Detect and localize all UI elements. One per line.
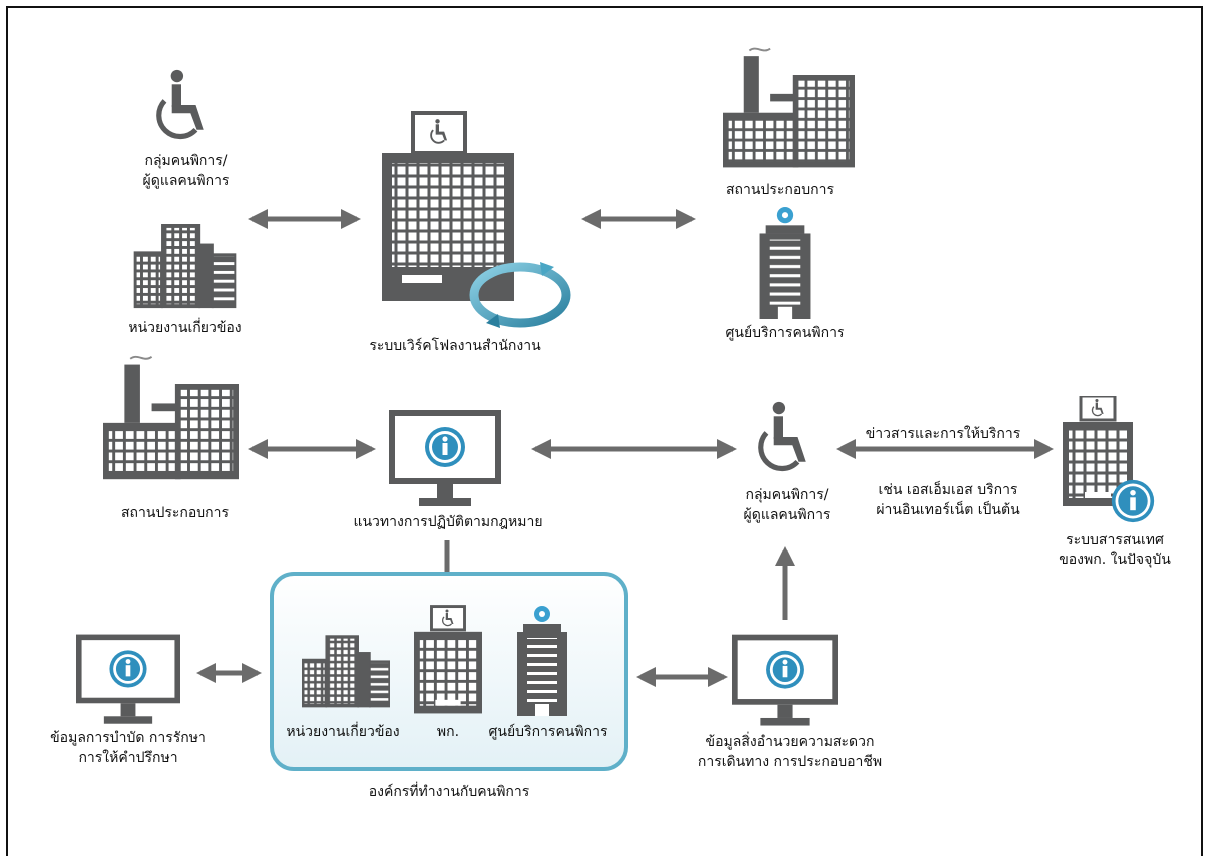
label-line: ผู้ดูแลคนพิการ (743, 507, 831, 523)
facilities-info-label: ข้อมูลสิ่งอำนวยความสะดวก การเดินทาง การป… (680, 732, 900, 772)
sync-cycle-icon (469, 262, 571, 328)
related-agencies-label-top: หน่วยงานเกี่ยวข้อง (128, 320, 242, 336)
double-arrow-icon-mid (248, 439, 1054, 620)
label-line: ระบบสารสนเทศ (1066, 532, 1164, 548)
label-line: ของพก. ในปัจจุบัน (1059, 552, 1171, 568)
label-line: ผ่านอินเทอร์เน็ต เป็นต้น (876, 502, 1020, 518)
disabled-group-label-top: กลุ่มคนพิการ/ ผู้ดูแลคนพิการ (126, 151, 246, 191)
therapy-info-label: ข้อมูลการบำบัด การรักษา การให้คำปรึกษา (28, 728, 228, 768)
news-services-label: ข่าวสารและการให้บริการ (865, 426, 1021, 442)
pk-label-box: พก. (436, 724, 460, 740)
info-monitor-icon-left (76, 634, 180, 724)
organizations-label: องค์กรที่ทำงานกับคนพิการ (368, 784, 530, 800)
diagram-frame (6, 6, 1203, 856)
service-center-label-top: ศูนย์บริการคนพิการ (725, 325, 845, 341)
double-arrow-icon-bottom (196, 663, 728, 687)
service-tower-icon (759, 207, 811, 319)
disabled-group-label-mid: กลุ่มคนพิการ/ ผู้ดูแลคนพิการ (722, 485, 852, 525)
office-info-icon (1063, 396, 1155, 523)
label-line: กลุ่มคนพิการ/ (745, 487, 829, 503)
label-line: การให้คำปรึกษา (78, 750, 178, 766)
legal-guidelines-label: แนวทางการปฏิบัติตามกฎหมาย (353, 514, 543, 530)
establishment-label-top: สถานประกอบการ (725, 182, 834, 198)
service-center-label-box: ศูนย์บริการคนพิการ (488, 724, 608, 740)
current-info-system-label: ระบบสารสนเทศ ของพก. ในปัจจุบัน (1040, 530, 1190, 570)
label-line: กลุ่มคนพิการ/ (144, 153, 228, 169)
label-line: ข้อมูลการบำบัด การรักษา (50, 730, 206, 746)
label-line: เช่น เอสเอ็มเอส บริการ (878, 482, 1018, 498)
channels-label: เช่น เอสเอ็มเอส บริการ ผ่านอินเทอร์เน็ต … (848, 480, 1048, 520)
workflow-system-label: ระบบเวิร์คโฟลงานสำนักงาน (369, 338, 541, 354)
label-line: ข้อมูลสิ่งอำนวยความสะดวก (705, 734, 875, 750)
factory-icon (723, 47, 855, 169)
info-monitor-icon-right (732, 634, 838, 726)
related-agencies-label-box: หน่วยงานเกี่ยวข้อง (286, 724, 400, 740)
factory-icon-mid (103, 355, 239, 481)
wheelchair-icon (159, 70, 204, 137)
label-line: ผู้ดูแลคนพิการ (142, 173, 230, 189)
info-monitor-icon (389, 410, 501, 506)
wheelchair-icon-mid (761, 402, 806, 469)
office-cluster-icon (133, 224, 237, 309)
label-line: การเดินทาง การประกอบอาชีพ (697, 754, 883, 770)
establishment-label-mid: สถานประกอบการ (120, 505, 229, 521)
workflow-office-building-icon (382, 111, 514, 301)
